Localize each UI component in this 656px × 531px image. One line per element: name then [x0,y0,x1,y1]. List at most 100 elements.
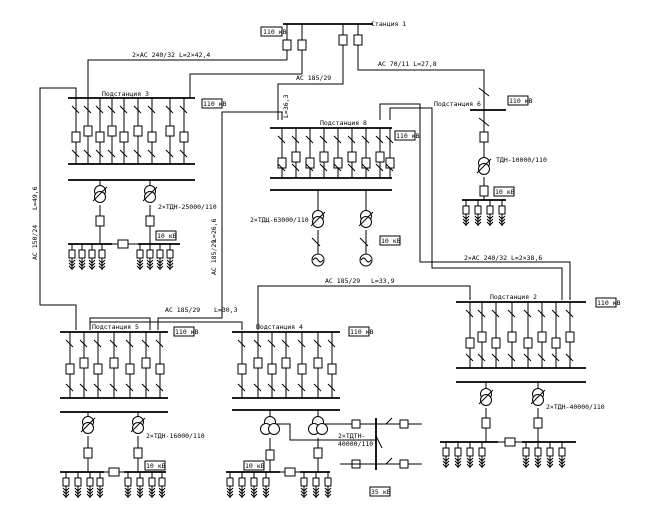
load-feeder [226,472,234,498]
load-feeder [466,442,474,468]
feeder-bay [147,98,157,164]
load-feeder [124,472,132,498]
load-arrow-icon [522,463,530,468]
substation-4-label: Подстанция 4 [256,323,303,331]
load-arrow-icon [478,457,486,462]
load-feeder [462,200,470,226]
load-arrow-icon [486,218,494,223]
label-line-ps4-ps2-length: L=33,9 [371,277,395,285]
three-winding-transformer-icon [308,416,328,435]
breaker-icon [297,363,307,375]
breaker-icon [95,131,105,143]
feeder-bay [71,98,81,164]
load-arrow-icon [88,259,96,264]
disconnector-icon [361,135,370,144]
breaker-icon [253,357,263,369]
load-arrow-icon [74,490,82,495]
substation-6-label: Подстанция 6 [434,100,481,108]
disconnector-icon [465,309,474,318]
load-arrow-icon [300,487,308,492]
load-arrow-icon [146,262,154,267]
transformer-icon [92,185,108,203]
disconnector-icon [507,309,516,318]
disconnector-icon [347,135,356,144]
feeder-bay [347,128,357,178]
feeder-bay [385,128,395,178]
load-arrow-icon [238,490,246,495]
load-feeder [86,472,94,498]
load-feeder [558,442,566,468]
breaker-icon [465,337,475,349]
load-arrow-icon [124,487,132,492]
load-arrow-icon [546,460,554,465]
transformer-icon [358,210,374,228]
breaker-icon [133,125,143,137]
load-arrow-icon [442,463,450,468]
disconnector-icon [319,135,328,144]
load-arrow-icon [124,490,132,495]
label-line-st1-ps3: 2×АС 240/32 L=2×42,4 [132,51,210,59]
feeder-bay [125,332,135,398]
load-feeder [148,472,156,498]
line-ps3-ps5 [39,87,77,330]
breaker-icon [109,357,119,369]
feeder-bay [291,128,301,178]
load-arrow-icon [88,265,96,270]
disconnector-icon [119,105,128,114]
substation-4-hv-voltage: 110 кВ [350,328,374,336]
load-arrow-icon [300,493,308,498]
load-arrow-icon [96,487,104,492]
load-arrow-icon [262,493,270,498]
feeder-bay [465,302,475,368]
disconnector-icon [79,339,88,348]
load-arrow-icon [534,463,542,468]
transformer-icon [80,416,96,434]
load-arrow-icon [136,259,144,264]
load-arrow-icon [136,265,144,270]
load-arrow-icon [78,265,86,270]
breaker-icon [125,363,135,375]
load-arrow-icon [136,262,144,267]
feeder-bay [537,302,547,368]
breaker-icon [385,157,395,169]
load-arrow-icon [486,215,494,220]
station-1: 110 кВ Станция 1 [260,20,406,74]
feeder-bay [551,302,561,368]
load-feeder [78,244,86,270]
disconnector-icon [313,339,322,348]
line-ps8-ps5 [157,111,283,330]
load-arrow-icon [68,259,76,264]
disconnector-icon [65,339,74,348]
load-arrow-icon [522,457,530,462]
load-feeder [146,244,154,270]
breaker-icon [305,157,315,169]
disconnector-icon [491,309,500,318]
breaker-icon [107,125,117,137]
breaker-icon [375,151,385,163]
load-arrow-icon [312,490,320,495]
load-arrow-icon [148,493,156,498]
load-arrow-icon [156,262,164,267]
line-ps8-ps2 [389,107,563,300]
load-feeder [136,244,144,270]
breaker-icon [147,131,157,143]
load-feeder [98,244,106,270]
load-feeder [250,472,258,498]
load-arrow-icon [226,487,234,492]
breaker-icon [237,363,247,375]
substation-3-label: Подстанция 3 [102,90,149,98]
substation-6: Подстанция 6 110 кВ ТДН-10000/110 10 кВ [434,80,547,226]
breaker-icon [65,363,75,375]
substation-8-label: Подстанция 8 [320,119,367,127]
load-feeder [166,244,174,270]
load-arrow-icon [546,463,554,468]
feeder-bay [237,332,247,398]
breaker-icon [83,125,93,137]
feeder-bay [155,332,165,398]
substation-8-transformer: 2×ТДЦ-63000/110 [250,216,309,224]
feeder-bay [333,128,343,178]
load-arrow-icon [86,493,94,498]
feeder-bay [507,302,517,368]
disconnector-icon [109,339,118,348]
